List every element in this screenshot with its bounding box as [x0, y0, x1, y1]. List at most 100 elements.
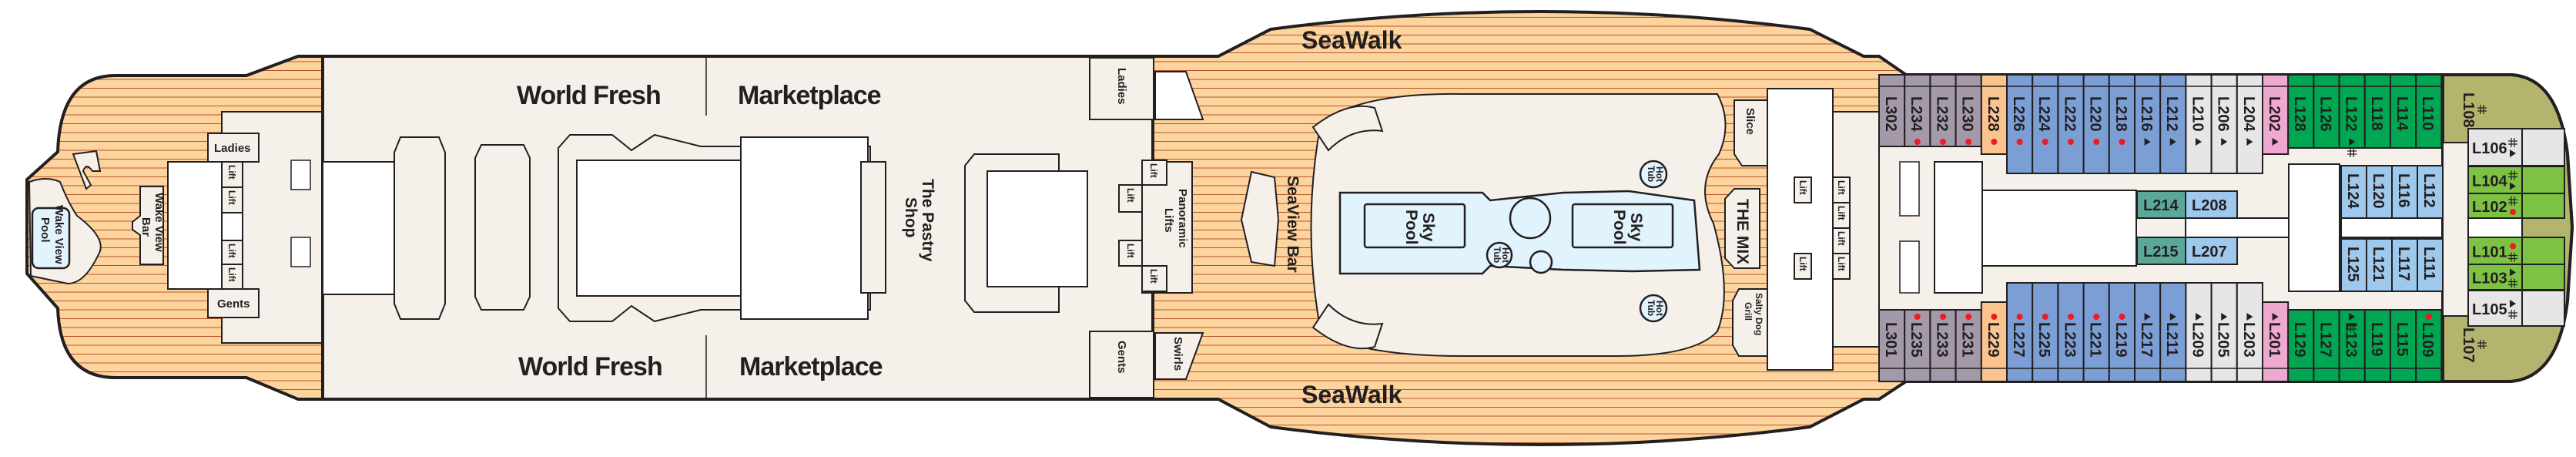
cabin-L123[interactable]: L123: [2338, 309, 2366, 382]
cabin-shape[interactable]: [2467, 290, 2523, 327]
cabin-L129[interactable]: L129: [2287, 309, 2315, 382]
cabin-L225[interactable]: L225: [2032, 282, 2059, 382]
wake-view-pool[interactable]: [31, 207, 71, 270]
cabin-L207[interactable]: L207: [2185, 237, 2238, 265]
cabin-shape[interactable]: [2185, 237, 2238, 265]
cabin-L105[interactable]: L105: [2467, 290, 2565, 327]
cabin-shape[interactable]: [2006, 74, 2034, 174]
cabin-L109[interactable]: L109: [2415, 309, 2443, 382]
aft-ladies-room[interactable]: [207, 133, 260, 163]
swirls-kiosk[interactable]: [1154, 332, 1204, 380]
cabin-shape[interactable]: [2082, 74, 2110, 174]
cabin-L219[interactable]: L219: [2108, 282, 2136, 382]
cabin-shape[interactable]: [2032, 74, 2059, 174]
cabin-L228[interactable]: L228: [1980, 74, 2008, 155]
cabin-L112[interactable]: L112: [2417, 165, 2444, 219]
cabin-L104[interactable]: L104: [2467, 166, 2565, 194]
cabin-shape[interactable]: [2417, 165, 2444, 219]
cabin-L229[interactable]: L229: [1980, 301, 2008, 382]
cabin-L234[interactable]: L234: [1904, 74, 1931, 147]
cabin-shape[interactable]: [2210, 282, 2238, 382]
cabin-shape[interactable]: [2032, 282, 2059, 382]
cabin-L214[interactable]: L214: [2136, 190, 2186, 219]
cabin-L222[interactable]: L222: [2057, 74, 2085, 174]
cabin-shape[interactable]: [2467, 237, 2523, 265]
cabin-shape[interactable]: [2210, 74, 2238, 174]
cabin-shape[interactable]: [2391, 165, 2418, 219]
cabin-L110[interactable]: L110: [2415, 74, 2443, 149]
gents-room[interactable]: [1089, 331, 1154, 398]
cabin-L235[interactable]: L235: [1904, 309, 1931, 382]
cabin-shape[interactable]: [2185, 74, 2213, 174]
cabin-shape[interactable]: [2415, 74, 2443, 149]
cabin-L117[interactable]: L117: [2391, 238, 2418, 292]
cabin-L202[interactable]: L202: [2262, 74, 2290, 155]
cabin-L115[interactable]: L115: [2390, 309, 2417, 382]
aft-lift[interactable]: [221, 186, 243, 213]
cabin-L111[interactable]: L111: [2417, 238, 2444, 292]
cabin-shape[interactable]: [2082, 282, 2110, 382]
cabin-L226[interactable]: L226: [2006, 74, 2034, 174]
cabin-L201[interactable]: L201: [2262, 301, 2290, 382]
cabin-shape[interactable]: [2467, 128, 2523, 166]
cabin-shape[interactable]: [2287, 74, 2315, 149]
cabin-L210[interactable]: L210: [2185, 74, 2213, 174]
cabin-shape[interactable]: [2338, 74, 2366, 149]
cabin-L217[interactable]: L217: [2134, 282, 2162, 382]
cabin-L203[interactable]: L203: [2236, 282, 2264, 382]
cabin-L114[interactable]: L114: [2390, 74, 2417, 149]
cabin-L119[interactable]: L119: [2363, 309, 2392, 382]
cabin-L227[interactable]: L227: [2006, 282, 2034, 382]
lift[interactable]: [1118, 184, 1143, 213]
cabin-shape[interactable]: [2136, 237, 2186, 265]
cabin-L302[interactable]: L302: [1878, 74, 1906, 147]
cabin-shape[interactable]: [2366, 165, 2393, 219]
cabin-L233[interactable]: L233: [1929, 309, 1957, 382]
cabin-L101[interactable]: L101: [2467, 237, 2565, 265]
cabin-L126[interactable]: L126: [2313, 74, 2340, 149]
cabin-L231[interactable]: L231: [1955, 309, 1982, 382]
cabin-L206[interactable]: L206: [2210, 74, 2238, 174]
cabin-shape[interactable]: [2057, 74, 2085, 174]
cabin-L204[interactable]: L204: [2236, 74, 2264, 174]
cabin-shape[interactable]: [2287, 309, 2315, 382]
lift[interactable]: [1141, 160, 1167, 186]
aft-lift[interactable]: [221, 264, 243, 290]
cabin-L223[interactable]: L223: [2057, 282, 2085, 382]
cabin-shape[interactable]: [2185, 190, 2238, 219]
cabin-shape[interactable]: [1929, 309, 1957, 382]
lift[interactable]: [1141, 265, 1167, 292]
cabin-shape[interactable]: [1904, 309, 1931, 382]
cabin-L215[interactable]: L215: [2136, 237, 2186, 265]
sky-pool-basin[interactable]: [1363, 203, 1466, 249]
cabin-L301[interactable]: L301: [1878, 309, 1906, 382]
cabin-shape[interactable]: [2417, 238, 2444, 292]
cabin-shape[interactable]: [2467, 166, 2523, 194]
cabin-shape[interactable]: [2134, 282, 2162, 382]
aft-lift[interactable]: [221, 240, 243, 265]
cabin-L121[interactable]: L121: [2366, 238, 2393, 292]
cabin-L103[interactable]: L103: [2467, 264, 2565, 291]
cabin-L216[interactable]: L216: [2134, 74, 2162, 174]
cabin-L128[interactable]: L128: [2287, 74, 2315, 149]
cabin-L127[interactable]: L127: [2313, 309, 2340, 382]
cabin-L120[interactable]: L120: [2366, 165, 2393, 219]
the-mix-bar[interactable]: [1724, 188, 1760, 269]
cabin-L122[interactable]: L122: [2338, 74, 2366, 157]
cabin-L209[interactable]: L209: [2185, 282, 2213, 382]
cabin-L118[interactable]: L118: [2363, 74, 2392, 149]
cabin-L102[interactable]: L102: [2467, 193, 2565, 219]
pastry-shop-counter[interactable]: [860, 161, 886, 294]
cabin-L221[interactable]: L221: [2082, 282, 2110, 382]
cabin-shape[interactable]: [2313, 74, 2340, 149]
lift[interactable]: [1832, 253, 1851, 280]
cabin-shape[interactable]: [2159, 282, 2187, 382]
cabin-shape[interactable]: [1878, 309, 1906, 382]
cabin-L116[interactable]: L116: [2391, 165, 2418, 219]
slice-kiosk[interactable]: [1734, 99, 1768, 166]
hot-tub[interactable]: [1639, 160, 1668, 189]
cabin-shape[interactable]: [2134, 74, 2162, 174]
cabin-L108[interactable]: L108: [2460, 92, 2487, 128]
wake-view-bar[interactable]: [132, 186, 164, 265]
cabin-L125[interactable]: L125: [2340, 238, 2367, 292]
